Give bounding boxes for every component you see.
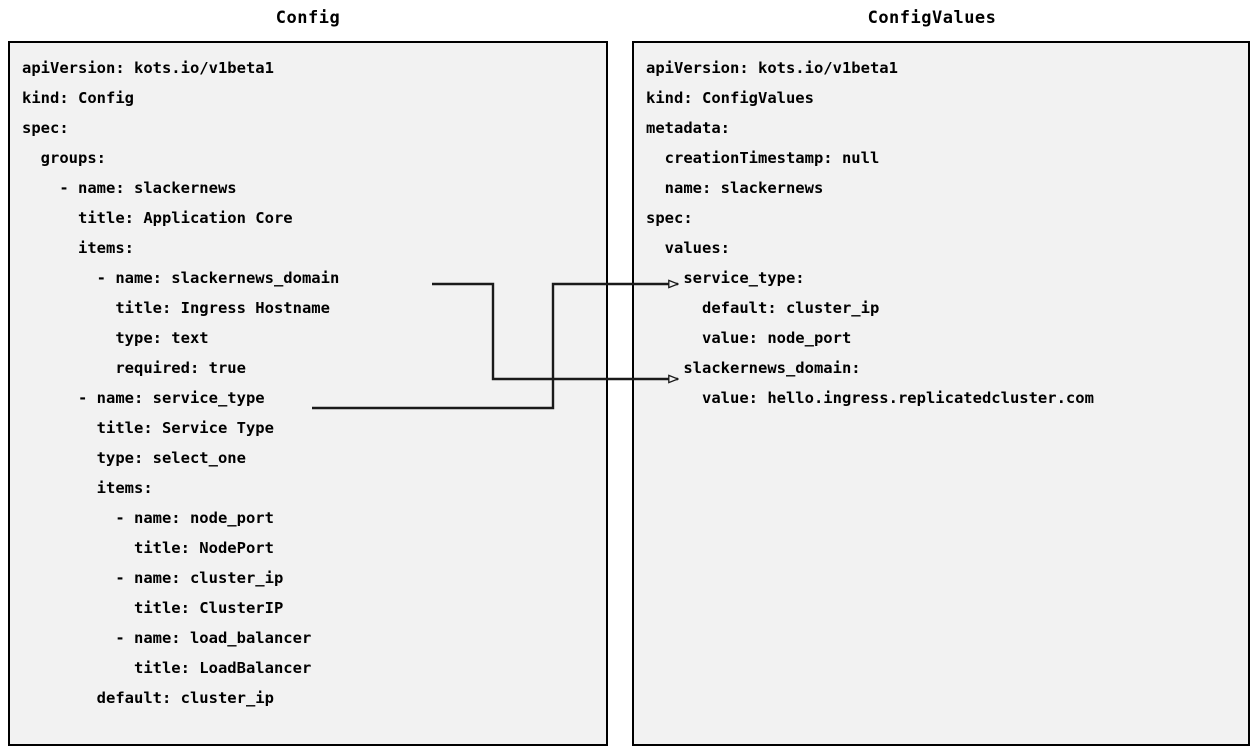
configvalues-panel: apiVersion: kots.io/v1beta1 kind: ConfigV… — [632, 41, 1250, 746]
panels.configvalues-line: metadata: — [646, 119, 730, 137]
panels.config-line: title: Ingress Hostname — [22, 299, 330, 317]
panels.configvalues-line: name: slackernews — [646, 179, 824, 197]
panels.config-line: items: — [22, 479, 153, 497]
panels.config-line: - name: slackernews_domain — [22, 269, 340, 287]
panels.config-line: - name: load_balancer — [22, 629, 312, 647]
panels.configvalues-line: service_type: — [646, 269, 805, 287]
panels.configvalues-line: slackernews_domain: — [646, 359, 861, 377]
panels.configvalues-line: kind: ConfigValues — [646, 89, 814, 107]
panels.config-line: title: LoadBalancer — [22, 659, 312, 677]
panels.config-line: groups: — [22, 149, 106, 167]
panels.configvalues-line: apiVersion: kots.io/v1beta1 — [646, 59, 898, 77]
panels.config-line: title: NodePort — [22, 539, 274, 557]
panels.config-line: kind: Config — [22, 89, 134, 107]
panels.config-line: title: ClusterIP — [22, 599, 284, 617]
panels.configvalues-line: default: cluster_ip — [646, 299, 880, 317]
panels.configvalues-line: value: hello.ingress.replicatedcluster.c… — [646, 389, 1094, 407]
panels.config-line: spec: — [22, 119, 69, 137]
configvalues-panel-title: ConfigValues — [867, 8, 997, 28]
panels.config-line: title: Service Type — [22, 419, 274, 437]
panels.config-line: default: cluster_ip — [22, 689, 274, 707]
panels.config-line: - name: slackernews — [22, 179, 237, 197]
panels.config-line: type: select_one — [22, 449, 246, 467]
panels.config-line: title: Application Core — [22, 209, 293, 227]
panels.configvalues-line: value: node_port — [646, 329, 852, 347]
config-panel-title: Config — [275, 8, 341, 28]
panels.config-line: required: true — [22, 359, 246, 377]
panels.config-line: - name: node_port — [22, 509, 274, 527]
panels.config-line: - name: cluster_ip — [22, 569, 284, 587]
panels.config-line: type: text — [22, 329, 209, 347]
config-yaml-block: apiVersion: kots.io/v1beta1 kind: Config s… — [22, 53, 602, 713]
panels.configvalues-line: spec: — [646, 209, 693, 227]
config-panel: apiVersion: kots.io/v1beta1 kind: Config s… — [8, 41, 608, 746]
configvalues-yaml-block: apiVersion: kots.io/v1beta1 kind: ConfigV… — [646, 53, 1244, 413]
panels.config-line: apiVersion: kots.io/v1beta1 — [22, 59, 274, 77]
panels.configvalues-line: creationTimestamp: null — [646, 149, 880, 167]
panels.configvalues-line: values: — [646, 239, 730, 257]
panels.config-line: items: — [22, 239, 134, 257]
panels.config-line: - name: service_type — [22, 389, 265, 407]
